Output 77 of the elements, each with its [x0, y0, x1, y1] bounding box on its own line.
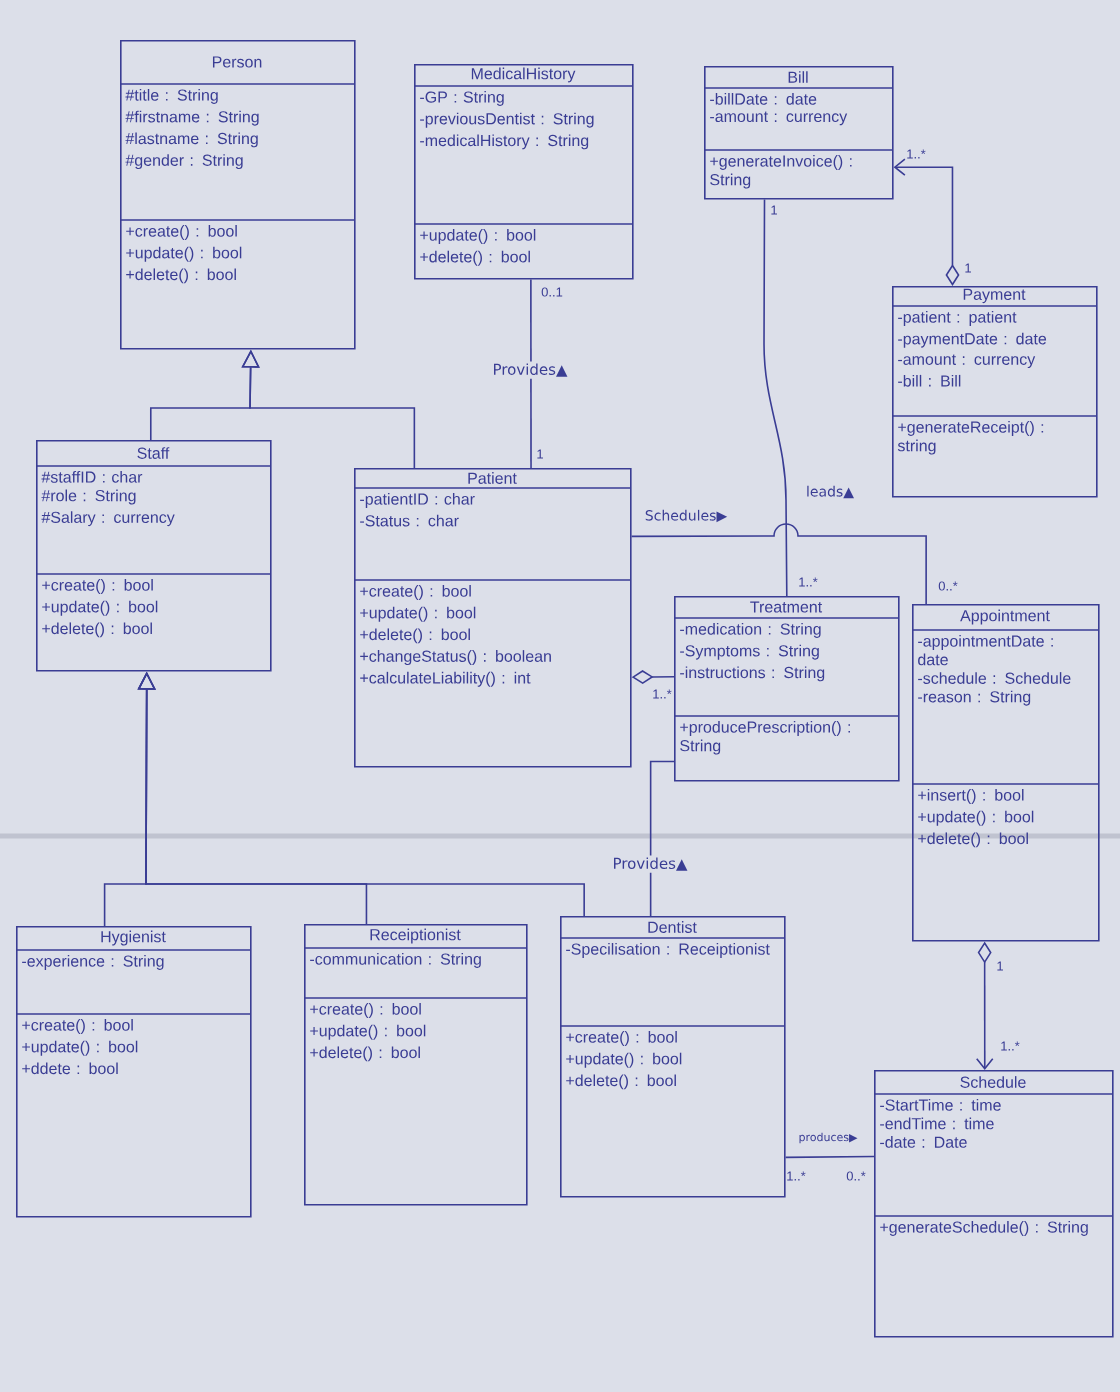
attribute-text: -instructions : String: [680, 666, 825, 682]
method-text: +update() : bool: [360, 606, 476, 622]
class-name: Patient: [468, 472, 517, 484]
method-text: +update() : bool: [22, 1040, 138, 1056]
attribute-text: -billDate : date: [710, 93, 817, 105]
attribute-text: #gender : String: [125, 154, 243, 170]
method-text: +delete() : bool: [918, 832, 1028, 848]
attribute-text: -patientID : char: [360, 493, 475, 508]
method-text: +delete() : bool: [42, 622, 152, 638]
method-text: +generateSchedule() : String: [880, 1221, 1088, 1236]
attribute-text: -communication : String: [310, 953, 481, 968]
class-name: Treatment: [750, 601, 823, 613]
method-text: +changeStatus() : boolean: [360, 650, 551, 666]
class-name: Hygienist: [101, 930, 166, 946]
method-text: +ddete : bool: [22, 1062, 118, 1075]
attribute-text: -patient : patient: [898, 311, 1017, 326]
method-text: +generateReceipt() : string: [897, 421, 1044, 455]
attribute-text: #lastname : String: [125, 132, 258, 148]
method-text: +delete() : bool: [126, 268, 236, 284]
attribute-text: -endTime : time: [880, 1117, 994, 1130]
method-text: +update() : bool: [42, 600, 158, 616]
class-name: Appointment: [960, 609, 1050, 625]
class-name: Bill: [788, 71, 808, 83]
attribute-text: -Symptoms : String: [680, 644, 819, 660]
method-text: +update() : bool: [126, 246, 242, 262]
method-text: +create() : bool: [310, 1003, 421, 1018]
method-text: +calculateLiability() : int: [360, 671, 531, 687]
method-text: +update() : bool: [310, 1024, 426, 1040]
method-text: +create() : bool: [42, 579, 153, 594]
attribute-text: -date : Date: [880, 1136, 967, 1148]
attribute-text: -amount : currency: [898, 354, 1036, 369]
class-name: Payment: [963, 288, 1026, 304]
attribute-text: -previousDentist : String: [420, 112, 594, 128]
association-line: [784, 1155, 875, 1159]
attribute-text: -bill : Bill: [898, 374, 961, 387]
method-text: +create() : bool: [360, 585, 471, 600]
method-text: +update() : bool: [420, 229, 536, 244]
attribute-text: #staffID : char: [41, 471, 143, 483]
method-text: +create() : bool: [22, 1019, 133, 1034]
association-line: [763, 198, 788, 597]
method-text: +delete() : bool: [566, 1074, 676, 1090]
method-text: +delete() : bool: [310, 1046, 420, 1062]
method-text: +insert() : bool: [918, 789, 1024, 804]
method-text: +create() : bool: [566, 1031, 677, 1046]
attribute-text: #firstname : String: [125, 110, 259, 126]
aggregation-arrow: [893, 158, 960, 286]
attribute-text: -StartTime : time: [880, 1099, 1001, 1111]
class-name: Staff: [137, 447, 170, 459]
method-text: +update() : bool: [918, 810, 1034, 826]
attribute-text: -GP : String: [420, 91, 504, 106]
method-text: +producePrescription() : String: [680, 721, 850, 755]
attribute-text: -reason : String: [918, 690, 1031, 706]
attribute-text: -medication : String: [680, 623, 821, 638]
association-line: [530, 278, 532, 469]
method-text: +delete() : bool: [360, 628, 470, 644]
attribute-text: #title : String: [125, 89, 218, 104]
attribute-text: -medicalHistory : String: [420, 134, 589, 150]
class-name: Person: [212, 56, 262, 68]
class-name: Dentist: [648, 921, 697, 933]
method-text: +generateInvoice() : String: [710, 155, 852, 189]
attribute-text: -appointmentDate : date: [918, 635, 1053, 666]
association-line: [649, 760, 675, 917]
class-name: MedicalHistory: [471, 67, 576, 83]
attribute-text: -Status : char: [360, 514, 459, 527]
attribute-text: #Salary : currency: [41, 511, 175, 527]
attribute-text: -Specilisation : Receiptionist: [566, 943, 770, 958]
attribute-text: -amount : currency: [710, 111, 848, 126]
method-text: +update() : bool: [566, 1052, 682, 1068]
class-name: Receiptionist: [370, 928, 461, 944]
method-text: +create() : bool: [126, 225, 237, 240]
class-name: Schedule: [960, 1076, 1026, 1088]
attribute-text: #role : String: [41, 489, 136, 505]
attribute-text: -experience : String: [22, 955, 164, 970]
attribute-text: -schedule : Schedule: [918, 672, 1071, 684]
association-line: [630, 523, 927, 605]
attribute-text: -paymentDate : date: [898, 332, 1047, 348]
method-text: +delete() : bool: [420, 250, 530, 266]
